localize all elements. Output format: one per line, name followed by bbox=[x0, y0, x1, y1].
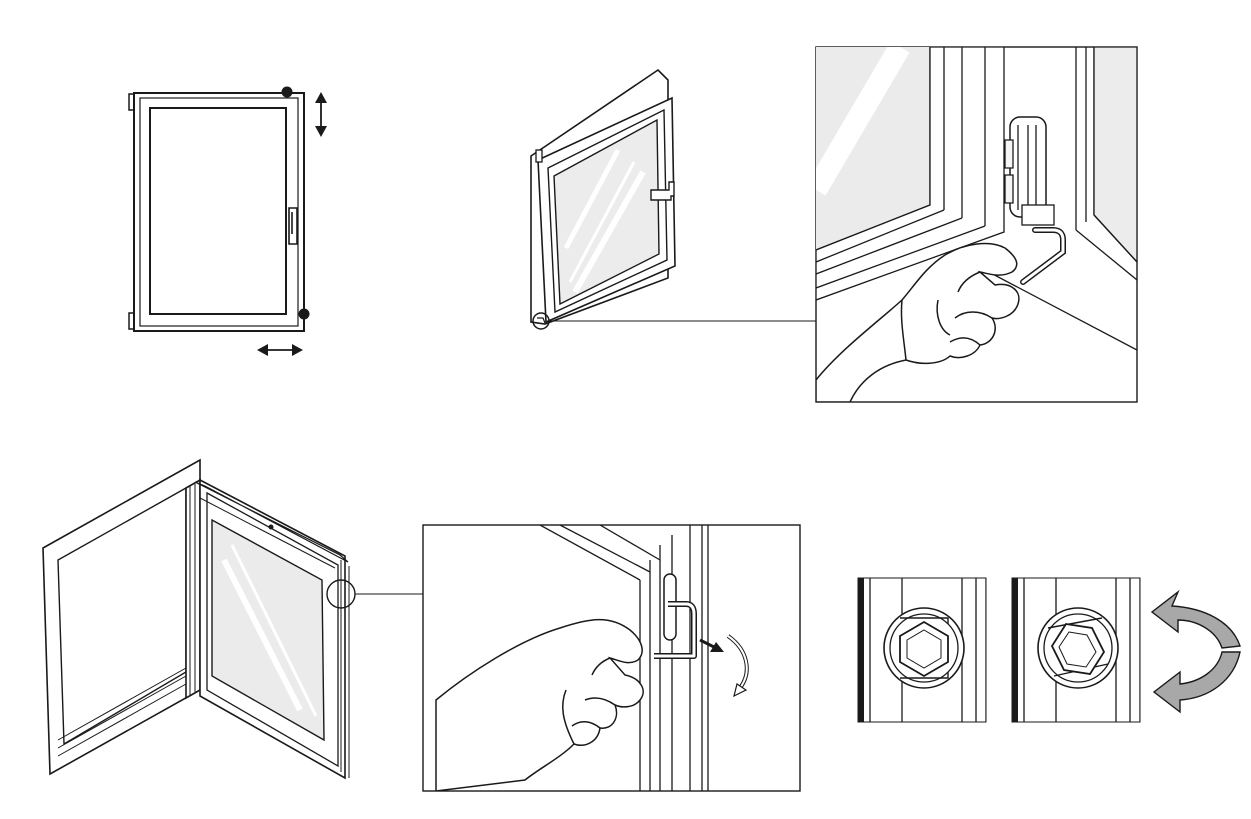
cam-position-2 bbox=[1012, 578, 1140, 722]
eccentric-cam-positions bbox=[858, 578, 1240, 722]
window-turned-open-top-view bbox=[43, 460, 423, 778]
window-handle-icon bbox=[289, 208, 297, 244]
top-hinge bbox=[536, 150, 542, 162]
outer-frame bbox=[134, 93, 304, 331]
window-tilted-open bbox=[531, 70, 816, 329]
horizontal-double-arrow-icon bbox=[257, 344, 303, 356]
glass-pane bbox=[150, 108, 286, 314]
hinge-adjustment-closeup bbox=[816, 47, 1137, 402]
adjustment-point-bottom-right bbox=[299, 309, 310, 320]
bottom-hinge bbox=[129, 313, 134, 329]
rotate-counterclockwise-icon bbox=[1154, 652, 1240, 712]
top-hinge bbox=[129, 94, 134, 110]
vertical-double-arrow-icon bbox=[315, 92, 327, 137]
rotate-clockwise-icon bbox=[1152, 592, 1240, 648]
cam-position-1 bbox=[858, 578, 986, 722]
window-front-elevation bbox=[129, 87, 327, 357]
sash-frame bbox=[140, 98, 298, 326]
adjustment-point-top-right bbox=[282, 87, 293, 98]
latch-adjustment-closeup bbox=[423, 525, 800, 791]
